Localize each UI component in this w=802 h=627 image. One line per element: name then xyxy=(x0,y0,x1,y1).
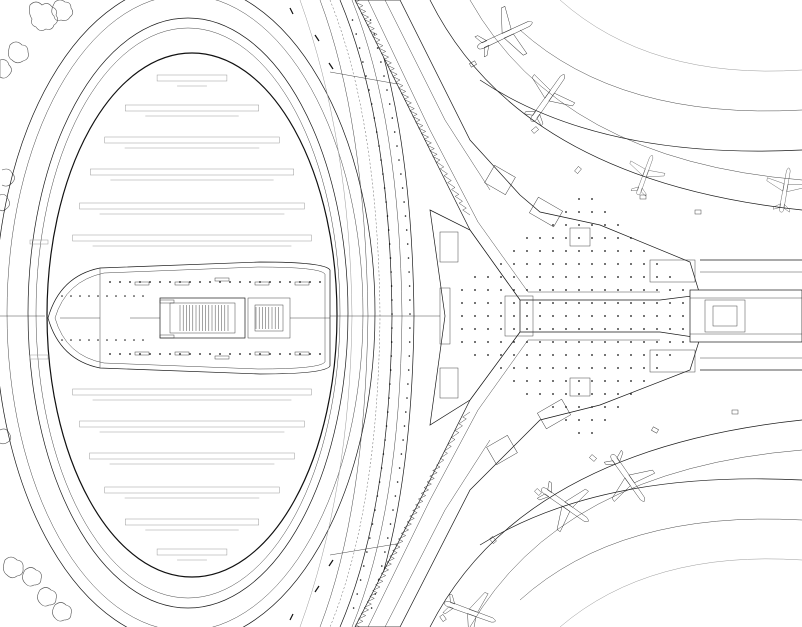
aircraft-icon xyxy=(442,592,496,627)
road-markers xyxy=(289,7,334,621)
approach-roads xyxy=(0,0,440,627)
aircraft-group xyxy=(442,6,802,627)
taxiways xyxy=(429,0,802,627)
aircraft-icon xyxy=(603,449,656,502)
concourse-building xyxy=(351,0,802,627)
tree-cluster-top-left xyxy=(0,0,74,622)
ground-vehicles xyxy=(439,60,739,622)
aircraft-icon xyxy=(536,480,589,533)
aircraft-icon xyxy=(629,155,666,197)
aircraft-icon xyxy=(766,167,802,213)
aircraft-icon xyxy=(474,6,533,58)
oval-loop-roads xyxy=(0,0,376,627)
central-station-building xyxy=(47,261,331,375)
aircraft-icon xyxy=(523,74,576,127)
parking-rows xyxy=(29,74,312,561)
